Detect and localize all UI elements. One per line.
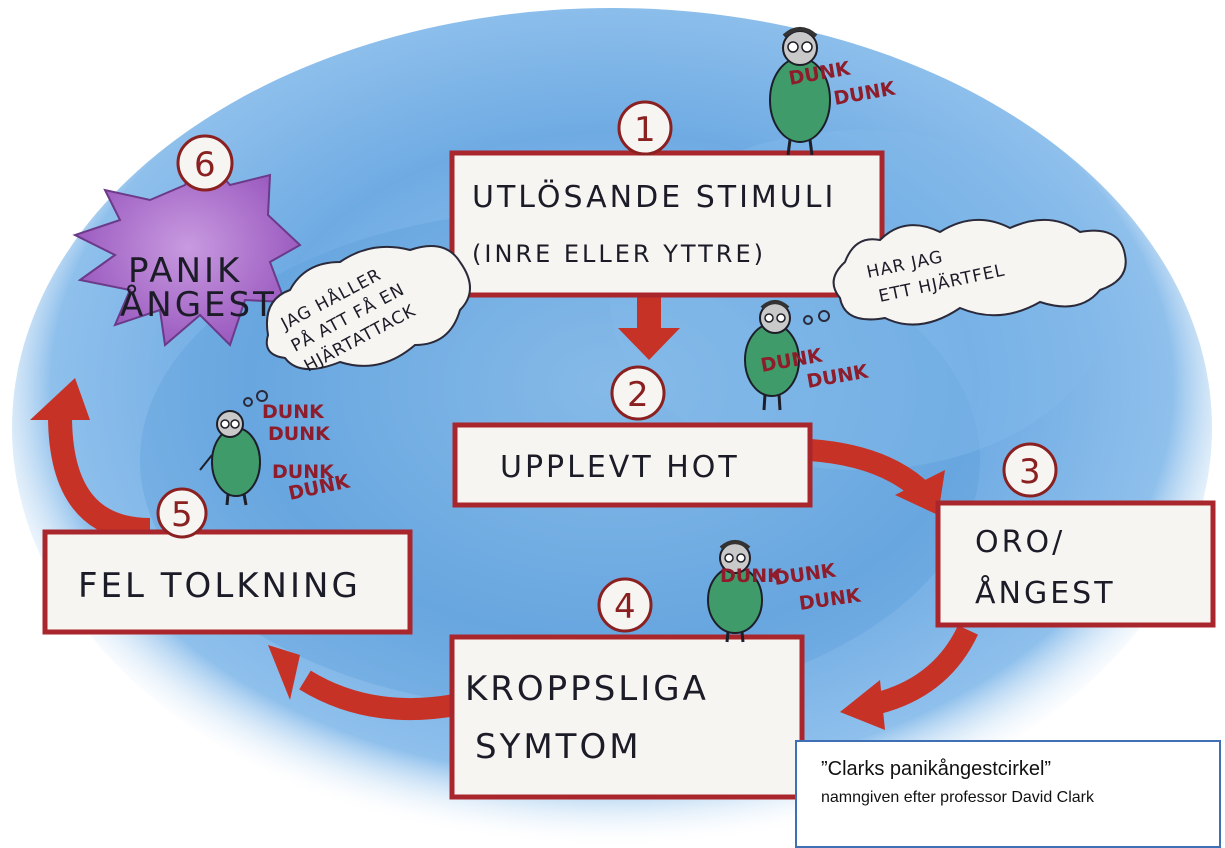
svg-text:3: 3 (1019, 452, 1041, 492)
svg-text:6: 6 (194, 145, 216, 185)
step-1-line1: UTLÖSANDE STIMULI (472, 179, 836, 215)
step-1-box: UTLÖSANDE STIMULI (INRE ELLER YTTRE) (449, 150, 885, 298)
caption-box: ”Clarks panikångestcirkel” namngiven eft… (795, 740, 1221, 848)
arrow-3-to-4 (840, 625, 978, 730)
svg-text:4: 4 (614, 587, 636, 627)
step-4-number: 4 (597, 577, 653, 633)
step-5-number: 5 (156, 487, 208, 539)
worried-figure-left (199, 410, 261, 506)
worried-figure-top (769, 27, 831, 156)
step-6-number: 6 (176, 134, 234, 192)
step-3-line2: ÅNGEST (975, 575, 1116, 611)
step-4-line1: KROPPSLIGA (465, 669, 709, 709)
step-3-box: ORO/ ÅNGEST (935, 500, 1216, 628)
worried-figure-bottom (707, 540, 763, 643)
heartbeat-sound: DUNK (262, 401, 325, 423)
step-4-box: KROPPSLIGA SYMTOM (449, 634, 805, 800)
step-2-box: UPPLEVT HOT (452, 422, 813, 508)
heartbeat-sounds-middle: DUNK DUNK (759, 344, 871, 393)
arrow-2-to-3 (809, 439, 945, 515)
step-5-box: FEL TOLKNING (42, 529, 413, 635)
heartbeat-sounds-left: DUNK DUNK DUNK DUNK (262, 401, 353, 505)
arrow-4-to-5 (268, 645, 457, 721)
step-3-number: 3 (1002, 442, 1058, 498)
svg-text:2: 2 (627, 375, 649, 415)
heartbeat-sound: DUNK (268, 423, 331, 445)
step-5-line1: FEL TOLKNING (78, 566, 361, 606)
step-3-line1: ORO/ (975, 525, 1065, 560)
arrow-5-to-6 (30, 378, 151, 542)
step-6-panic-burst: PANIK ÅNGEST (72, 148, 302, 347)
svg-text:5: 5 (171, 495, 193, 535)
heartbeat-sounds-bottom: DUNK DUNK DUNK (720, 559, 863, 615)
step-6-line1: PANIK (128, 251, 242, 291)
step-2-line1: UPPLEVT HOT (500, 450, 740, 485)
step-1-line2: (INRE ELLER YTTRE) (472, 240, 766, 268)
step-1-number: 1 (617, 100, 673, 156)
step-2-number: 2 (610, 365, 666, 421)
svg-text:1: 1 (634, 110, 656, 150)
heartbeat-sound: DUNK (720, 565, 783, 587)
heartbeat-sound: DUNK (272, 461, 335, 483)
thought-bubble-heart-defect: HAR JAG ETT HJÄRTFEL (803, 218, 1127, 326)
step-6-line2: ÅNGEST (120, 284, 277, 325)
caption-title: ”Clarks panikångestcirkel” (821, 758, 1052, 780)
caption-subtitle: namngiven efter professor David Clark (821, 789, 1095, 806)
worried-figure-middle (744, 300, 800, 411)
arrow-1-to-2 (618, 296, 680, 360)
step-4-line2: SYMTOM (475, 727, 642, 767)
